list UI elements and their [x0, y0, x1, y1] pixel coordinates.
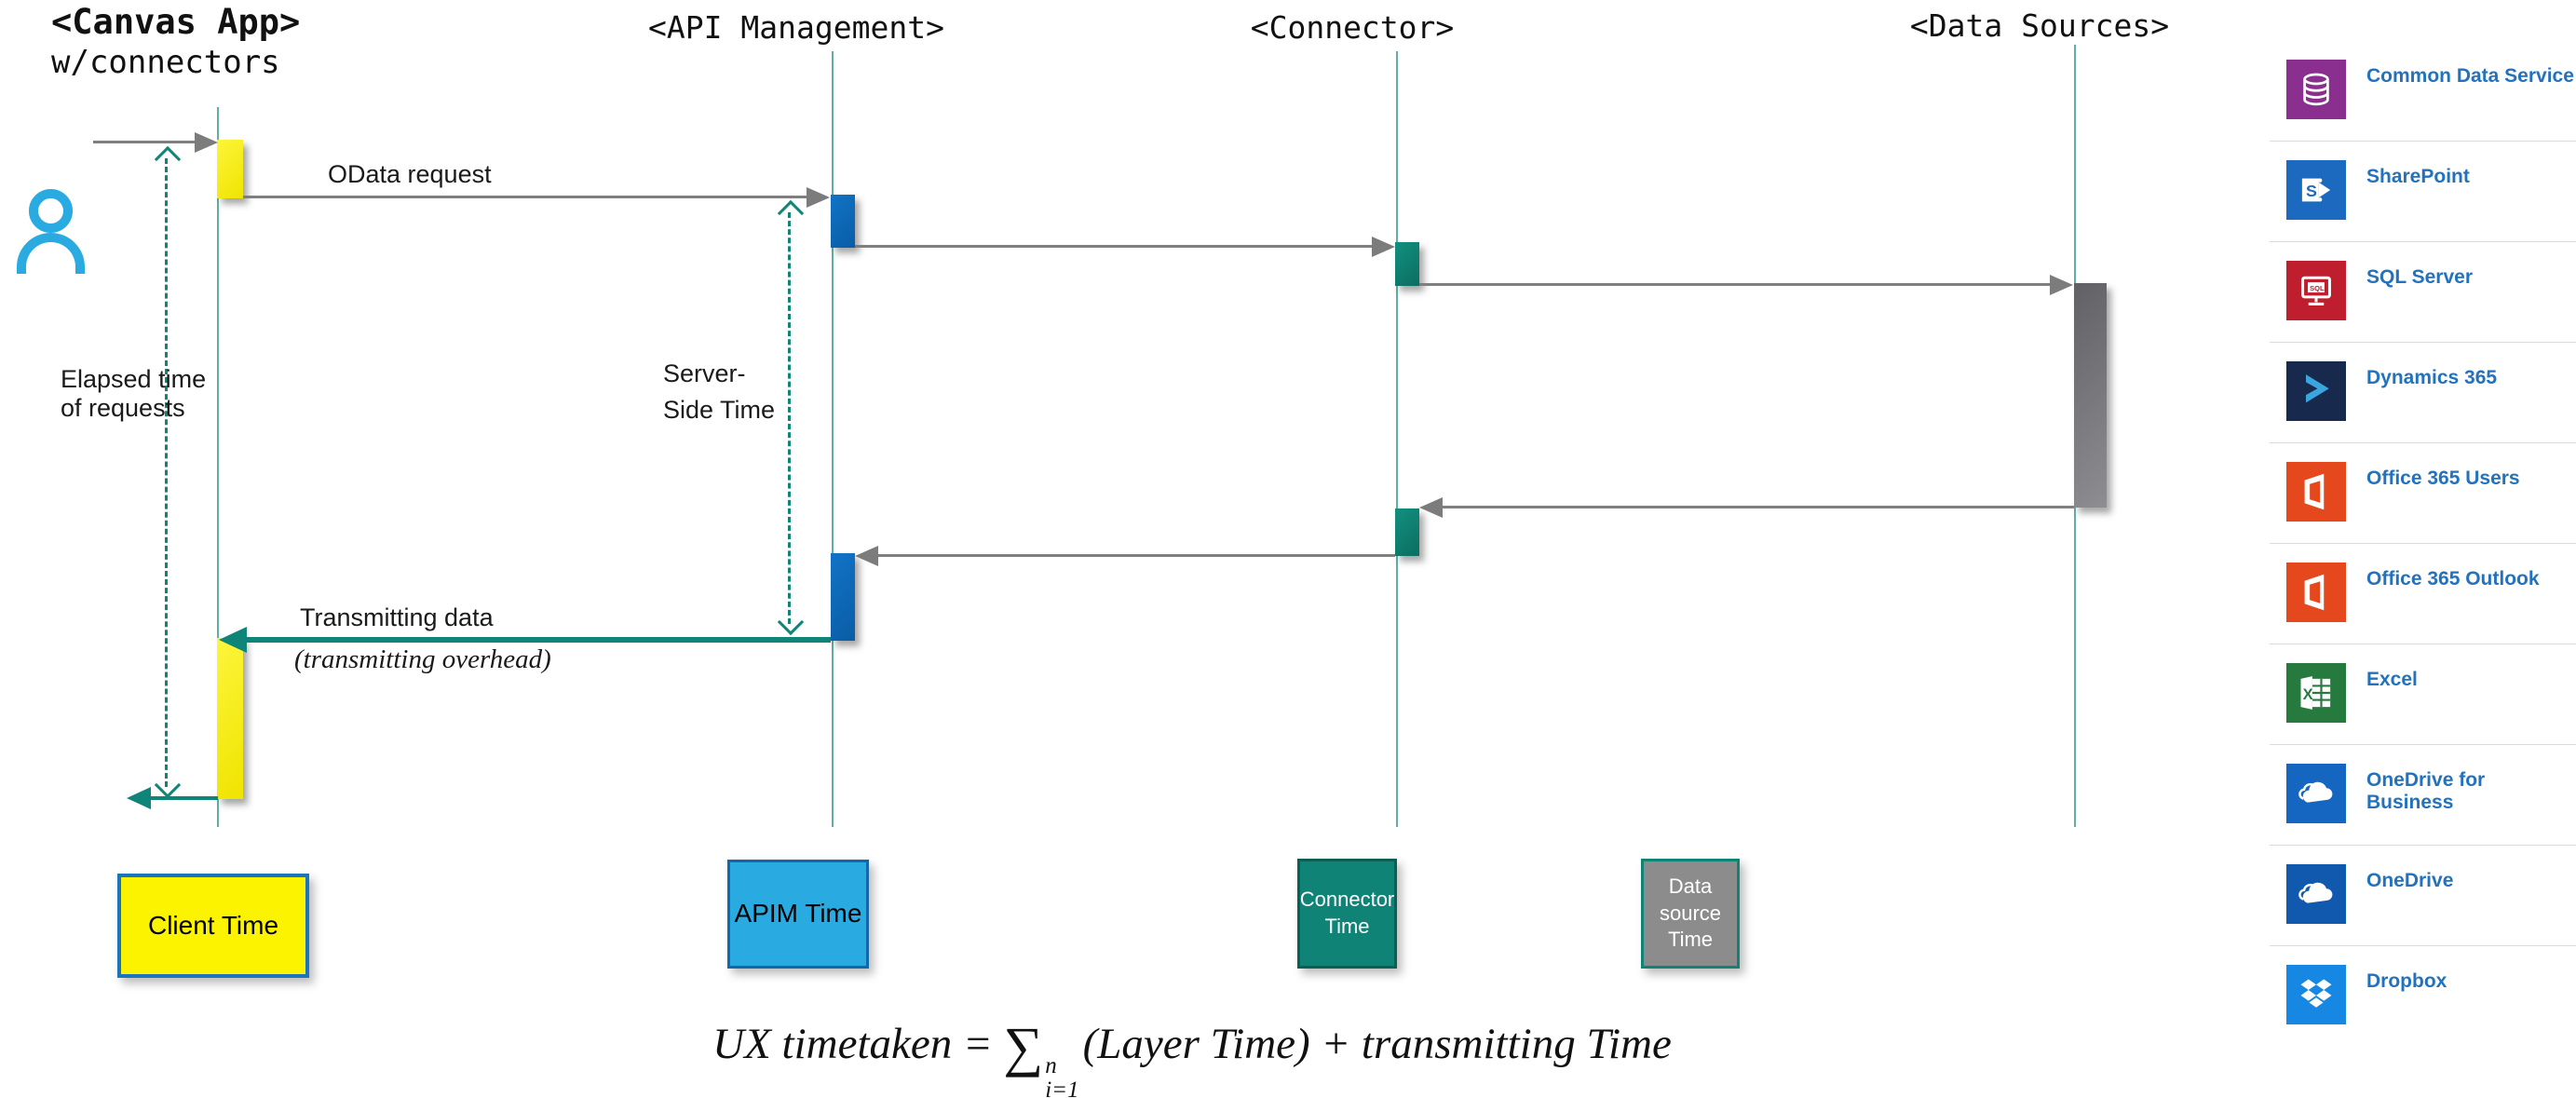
- sharepoint-icon: S: [2286, 160, 2346, 220]
- transmitting-data-label: Transmitting data: [300, 603, 494, 631]
- connector-item-dropbox[interactable]: Dropbox: [2270, 945, 2576, 1046]
- lifeline-connector: [1396, 51, 1398, 827]
- apim-activation-bar-1: [831, 195, 855, 248]
- connector-label: Excel: [2366, 669, 2418, 690]
- connector-item-excel[interactable]: X Excel: [2270, 644, 2576, 744]
- formula-rhs: transmitting Time: [1361, 1020, 1672, 1068]
- connector-label: SQL Server: [2366, 266, 2474, 288]
- svg-text:X: X: [2303, 686, 2313, 703]
- elapsed-time-line2: of requests: [61, 394, 185, 422]
- dynamics-365-icon: [2286, 361, 2346, 421]
- odata-request-label: OData request: [328, 160, 492, 188]
- office-365-icon: [2286, 563, 2346, 622]
- server-side-time-measure-line: [788, 212, 791, 624]
- connector-activation-bar-1: [1395, 242, 1419, 286]
- office-365-icon: [2286, 462, 2346, 522]
- lane-title: <Canvas App>: [51, 2, 301, 42]
- connector-label: OneDrive: [2366, 870, 2454, 891]
- message-line-apim-to-connector: [855, 245, 1375, 248]
- user-person-icon: [17, 233, 85, 274]
- connector-label: Office 365 Users: [2366, 468, 2520, 489]
- connector-activation-bar-2: [1395, 508, 1419, 556]
- cloud-icon: [2286, 764, 2346, 823]
- user-person-icon: [29, 189, 73, 233]
- arrowhead-right-icon: [195, 132, 218, 153]
- connector-time-legend-box: Connector Time: [1297, 859, 1397, 969]
- connector-label: Dynamics 365: [2366, 367, 2498, 388]
- datasource-time-legend-box: Data source Time: [1641, 859, 1740, 969]
- connectors-panel: Common Data Service S SharePoint SQL: [2270, 41, 2576, 1046]
- client-time-legend-box: Client Time: [117, 874, 309, 978]
- excel-icon: X: [2286, 663, 2346, 723]
- lifeline-canvas-app: [217, 107, 219, 827]
- connector-item-office-365-users[interactable]: Office 365 Users: [2270, 442, 2576, 543]
- server-side-line2: Side Time: [663, 396, 776, 424]
- client-time-label: Client Time: [147, 910, 279, 940]
- connector-time-label: Connector Time: [1299, 888, 1395, 938]
- message-line-datasource-to-connector: [1443, 506, 2074, 508]
- message-line-final-response: [149, 796, 218, 800]
- datasource-activation-bar: [2074, 283, 2107, 508]
- connector-label: Office 365 Outlook: [2366, 568, 2540, 590]
- sql-server-monitor-icon: SQL: [2286, 261, 2346, 320]
- transmitting-overhead-label: (transmitting overhead): [294, 644, 551, 674]
- message-line-odata-request: [243, 196, 809, 198]
- connector-item-onedrive-for-business[interactable]: OneDrive for Business: [2270, 744, 2576, 845]
- sum-lower-limit: i=1: [1045, 1078, 1079, 1098]
- arrow-up-icon: [777, 199, 805, 227]
- client-activation-bar-1: [217, 140, 243, 198]
- connector-label: SharePoint: [2366, 166, 2470, 187]
- connector-item-office-365-outlook[interactable]: Office 365 Outlook: [2270, 543, 2576, 644]
- connector-item-common-data-service[interactable]: Common Data Service: [2270, 41, 2576, 141]
- message-line-connector-to-datasource: [1419, 283, 2053, 286]
- server-side-time-label: Server- Side Time: [663, 359, 775, 425]
- arrowhead-right-icon: [2050, 275, 2073, 295]
- svg-text:SQL: SQL: [2310, 284, 2325, 292]
- lane-header-data-sources: <Data Sources>: [1909, 7, 2170, 44]
- arrowhead-left-icon: [1419, 497, 1443, 518]
- connector-label: Dropbox: [2366, 970, 2447, 992]
- connector-item-onedrive[interactable]: OneDrive: [2270, 845, 2576, 945]
- lane-subtitle: w/connectors: [51, 44, 280, 81]
- arrow-down-icon: [154, 771, 182, 799]
- arrowhead-left-icon: [127, 787, 151, 809]
- arrowhead-left-icon: [855, 546, 878, 566]
- message-line-start: [93, 141, 197, 143]
- connector-item-sharepoint[interactable]: S SharePoint: [2270, 141, 2576, 241]
- dropbox-icon: [2286, 965, 2346, 1024]
- apim-activation-bar-2: [831, 553, 855, 641]
- formula-mid: (Layer Time) +: [1082, 1020, 1362, 1068]
- arrow-down-icon: [777, 608, 805, 636]
- lane-header-connector: <Connector>: [1250, 9, 1455, 46]
- arrow-up-icon: [154, 145, 182, 173]
- elapsed-time-measure-line: [165, 158, 168, 787]
- elapsed-time-line1: Elapsed time: [61, 365, 207, 393]
- connector-item-dynamics-365[interactable]: Dynamics 365: [2270, 342, 2576, 442]
- sum-upper-limit: n: [1045, 1053, 1057, 1078]
- arrowhead-left-icon: [219, 627, 247, 653]
- arrowhead-right-icon: [1372, 237, 1395, 257]
- message-line-transmitting-data: [245, 637, 831, 643]
- lifeline-api-management: [832, 51, 834, 827]
- datasource-time-label: Data source Time: [1659, 874, 1722, 952]
- connector-item-sql-server[interactable]: SQL SQL Server: [2270, 241, 2576, 342]
- client-activation-bar-2: [217, 638, 243, 799]
- apim-time-legend-box: APIM Time: [727, 860, 869, 969]
- cloud-icon: [2286, 864, 2346, 924]
- connector-label: OneDrive for Business: [2366, 769, 2486, 813]
- server-side-line1: Server-: [663, 359, 746, 387]
- formula-lhs: UX timetaken =: [712, 1020, 1004, 1068]
- lane-header-canvas-app: <Canvas App> w/connectors: [51, 2, 300, 81]
- lane-header-api-management: <API Management>: [648, 9, 944, 46]
- sigma-sum-symbol: ∑: [1003, 1016, 1044, 1078]
- database-icon: [2286, 60, 2346, 119]
- arrowhead-right-icon: [807, 187, 830, 208]
- elapsed-time-label: Elapsed time of requests: [61, 365, 206, 423]
- apim-time-label: APIM Time: [734, 899, 862, 929]
- connector-label: Common Data Service: [2366, 65, 2574, 87]
- message-line-connector-to-apim: [878, 554, 1395, 557]
- svg-text:S: S: [2306, 182, 2317, 200]
